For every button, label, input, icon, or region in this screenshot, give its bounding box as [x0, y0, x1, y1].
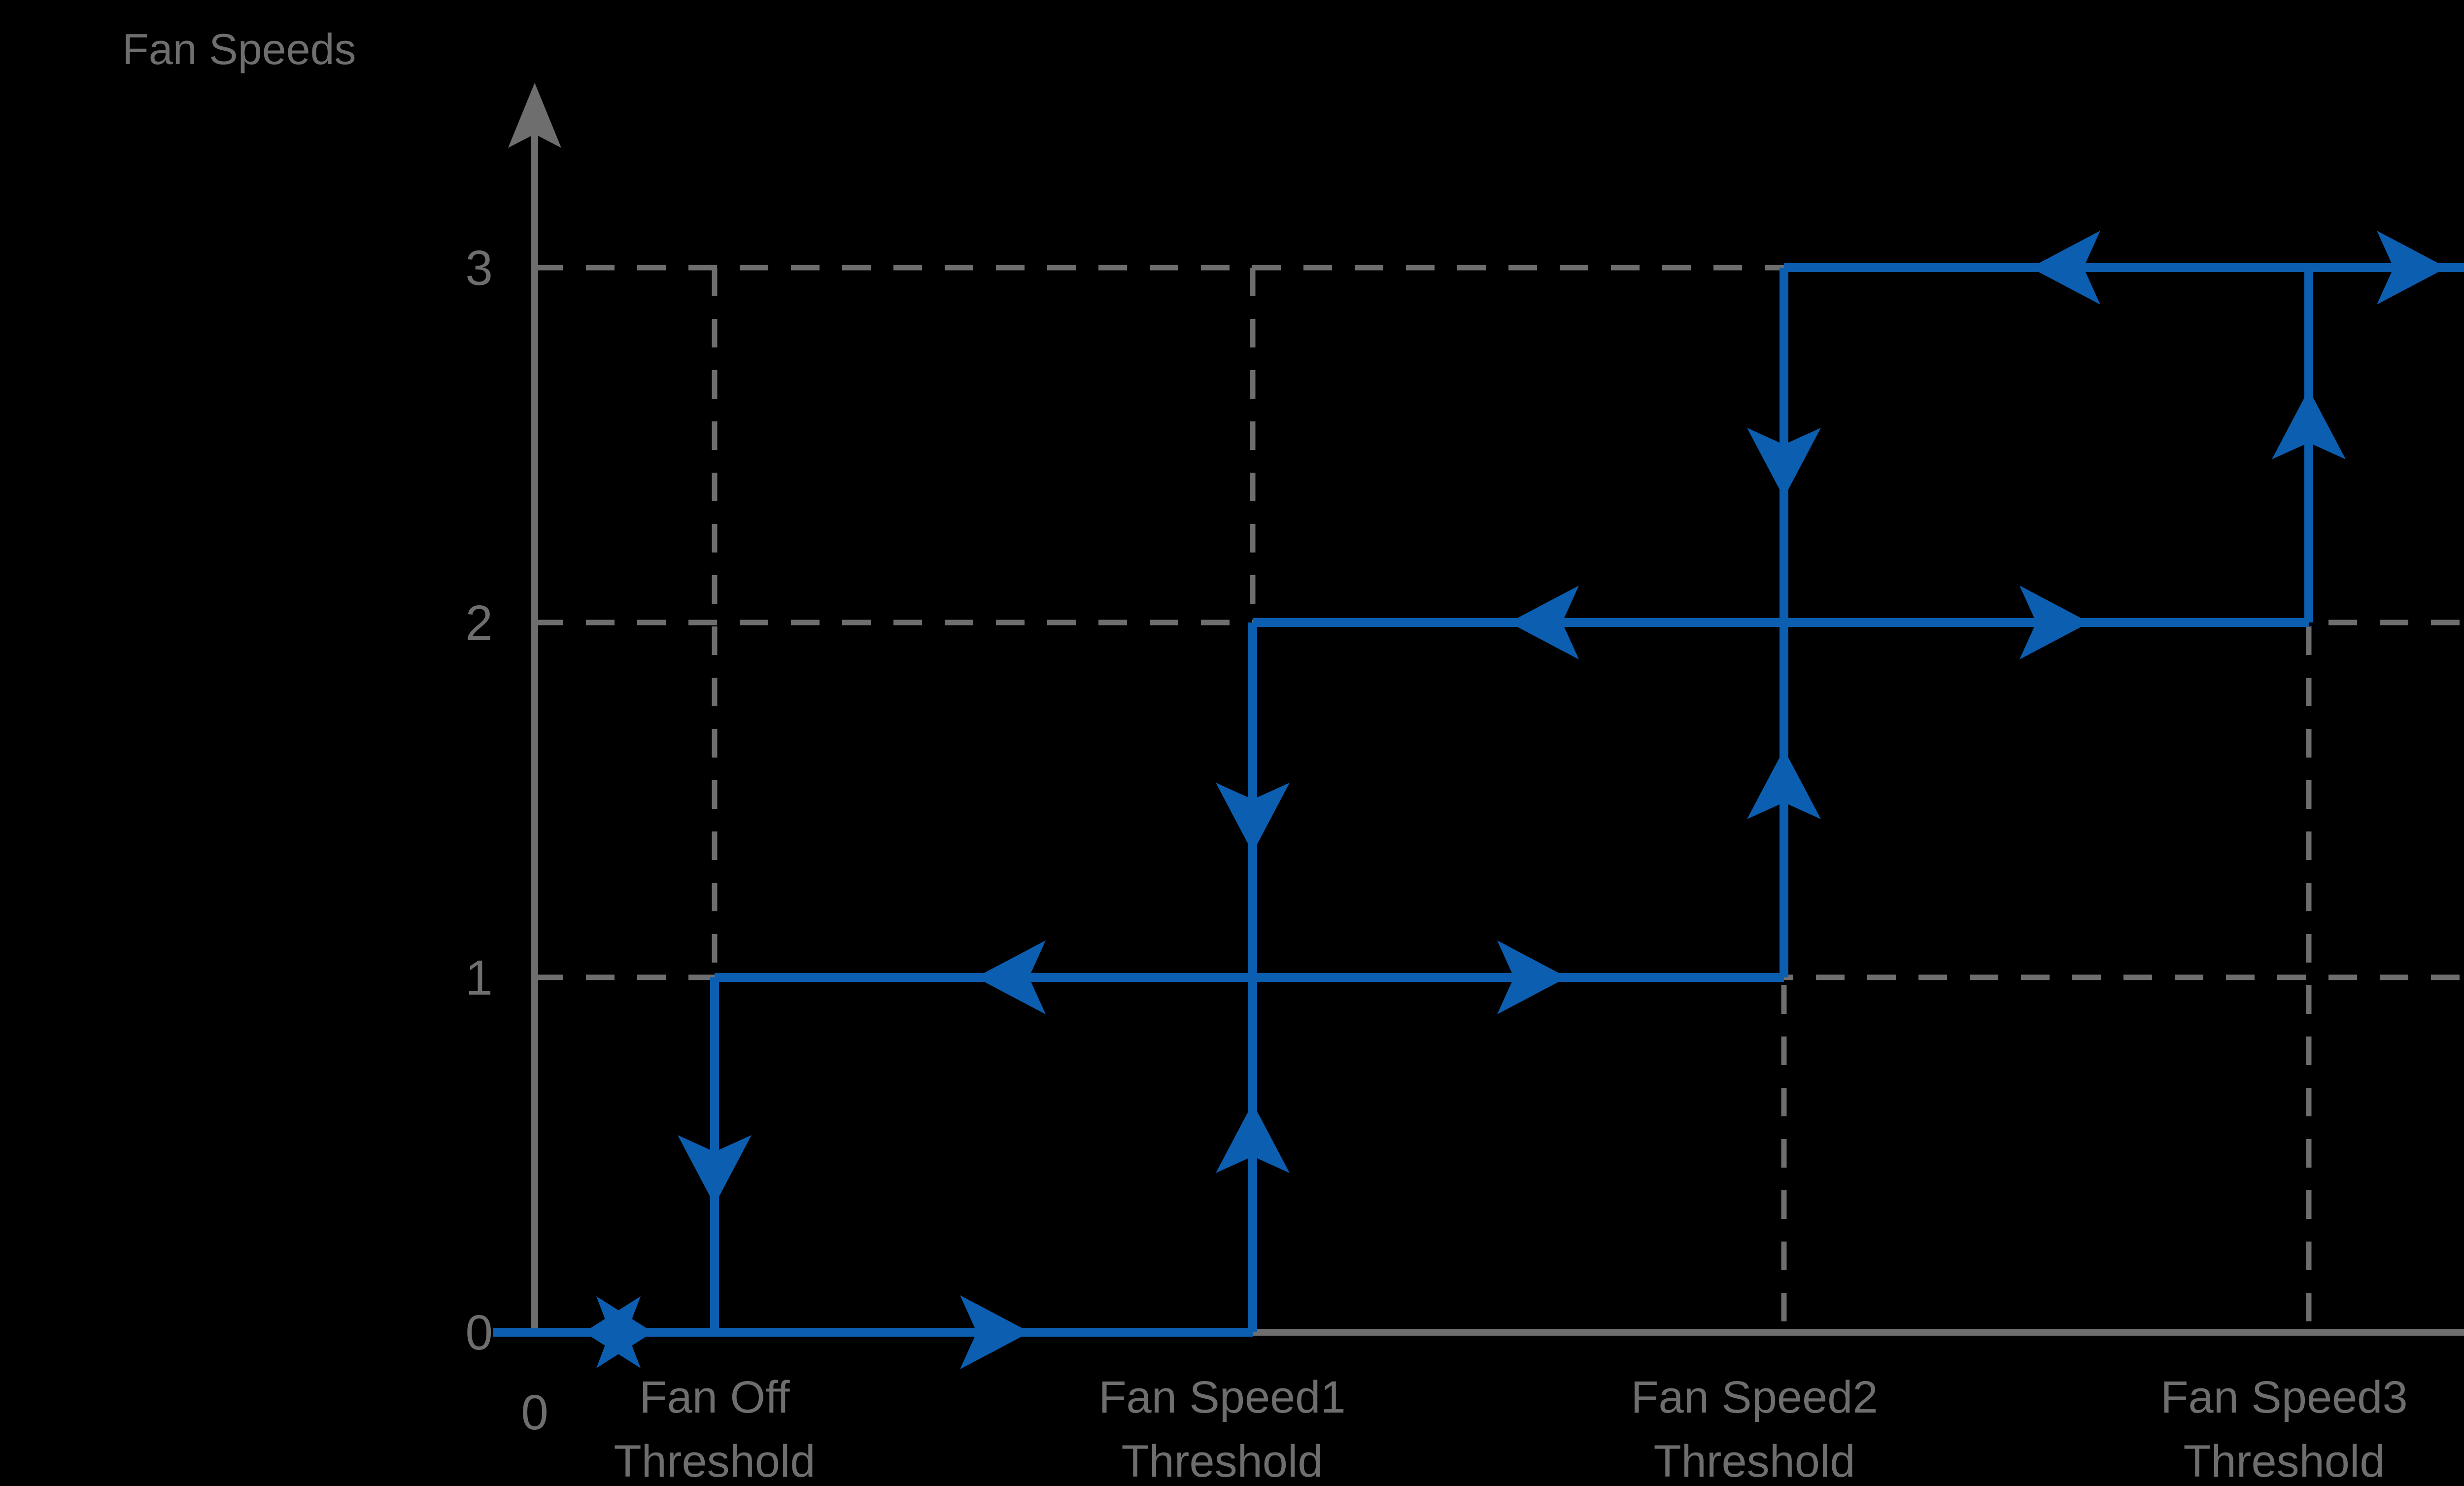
arrow-fanoff-down-icon	[678, 1135, 752, 1205]
x-threshold-label-fan-speed3-line2: Threshold	[2183, 1436, 2385, 1486]
arrow-level3-left-icon	[2030, 231, 2100, 305]
y-tick-label-0: 0	[465, 1305, 493, 1360]
text-labels: Fan Speeds 3 2 1 0 0 100 Fan Off Thresho…	[122, 25, 2408, 1486]
x-threshold-label-fan-off-line1: Fan Off	[639, 1372, 790, 1422]
y-tick-label-3: 3	[465, 241, 493, 296]
arrow-fanspeed2-up-icon	[1747, 749, 1821, 819]
arrow-level1-left-icon	[976, 940, 1046, 1014]
arrow-fanspeed2-down-icon	[1747, 428, 1821, 498]
arrow-level2-right-icon	[2019, 586, 2089, 659]
arrow-level3-right-icon	[2377, 231, 2447, 305]
fan-speed-step-curve	[493, 263, 2464, 1337]
arrow-level0-right-icon	[960, 1295, 1030, 1369]
x-tick-label-0: 0	[521, 1385, 548, 1440]
y-tick-label-1: 1	[465, 950, 493, 1005]
y-tick-label-2: 2	[465, 595, 493, 651]
direction-arrowheads	[584, 231, 2447, 1369]
x-threshold-label-fan-speed1-line1: Fan Speed1	[1098, 1372, 1345, 1422]
arrow-bidirectional-right-icon	[596, 1296, 653, 1368]
arrow-level1-right-icon	[1497, 940, 1567, 1014]
x-threshold-label-fan-off-line2: Threshold	[614, 1436, 815, 1486]
chart-title: Fan Speeds	[122, 25, 356, 73]
x-threshold-label-fan-speed3-line1: Fan Speed3	[2160, 1372, 2407, 1422]
x-threshold-label-fan-speed2-line1: Fan Speed2	[1631, 1372, 1878, 1422]
arrow-level2-left-icon	[1509, 586, 1579, 659]
axes	[493, 83, 2464, 1336]
x-threshold-label-fan-speed1-line2: Threshold	[1121, 1436, 1323, 1486]
arrow-fanspeed1-down-icon	[1216, 783, 1290, 853]
arrow-fanspeed3-up-icon	[2272, 389, 2346, 459]
x-threshold-label-fan-speed2-line2: Threshold	[1653, 1436, 1855, 1486]
grid-lines	[535, 265, 2464, 1332]
y-axis-arrowhead-icon	[508, 83, 561, 148]
arrow-fanspeed1-up-icon	[1216, 1103, 1290, 1173]
